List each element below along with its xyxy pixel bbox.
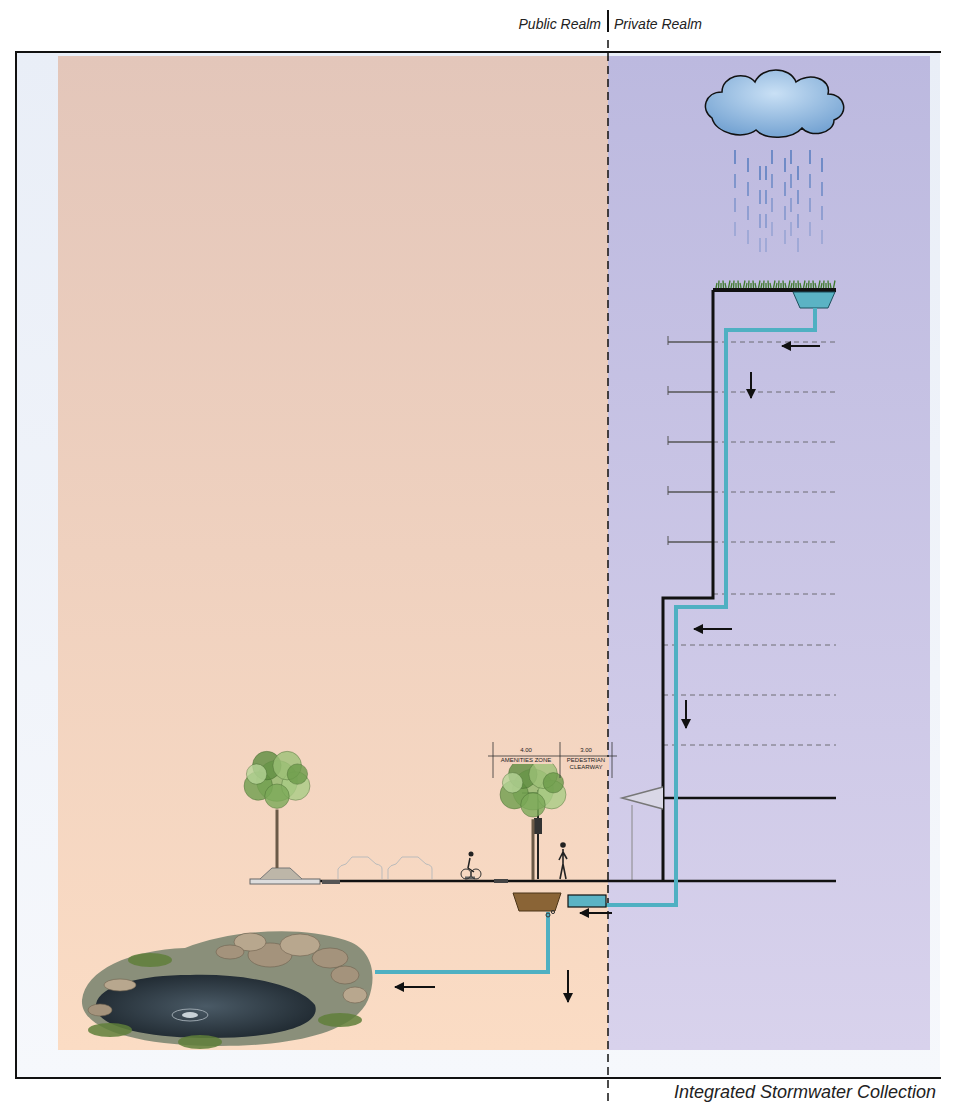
- rain-cloud: [705, 70, 843, 137]
- collection-tank: [568, 895, 606, 907]
- dimension-value: 4.00: [519, 747, 533, 754]
- dimension-lines: [488, 742, 617, 778]
- frame: [15, 52, 941, 1078]
- realm-label: Private Realm: [614, 17, 702, 32]
- outlet: [546, 913, 550, 917]
- private-realm-ground: [608, 56, 930, 1050]
- stormwater-pipe: [375, 308, 815, 972]
- dimension-value: 3.00: [579, 747, 593, 754]
- flow-arrows: [395, 346, 820, 1002]
- realm-boundary: [607, 40, 609, 1104]
- realm-tick: [607, 10, 609, 32]
- zone-label: PEDESTRIAN CLEARWAY: [563, 757, 609, 770]
- rain: [735, 150, 822, 252]
- retention-pond: [82, 931, 373, 1049]
- tree-planter: [513, 893, 561, 911]
- outer-ground: [16, 53, 940, 1077]
- zone-label: AMENITIES ZONE: [500, 757, 553, 764]
- realm-label: Public Realm: [519, 17, 601, 32]
- caption: Integrated Stormwater Collection: [674, 1083, 936, 1103]
- trees: [244, 751, 566, 880]
- public-realm-ground: [58, 56, 608, 1050]
- outlet: [551, 910, 554, 913]
- building: [622, 281, 836, 883]
